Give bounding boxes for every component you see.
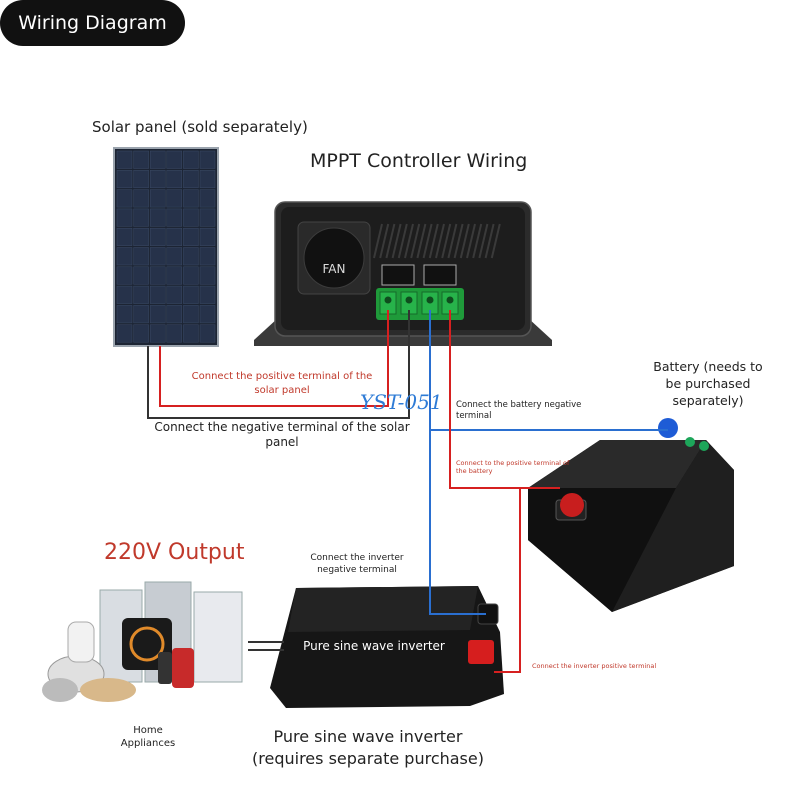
solar-panel-label: Solar panel (sold separately) [92, 118, 308, 136]
wire-inverter-negative [429, 430, 486, 615]
note-solar-positive: Connect the positive terminal of the sol… [191, 371, 373, 396]
inverter-caption: Pure sine wave inverter (requires separa… [252, 727, 484, 768]
wire-solar-negative [147, 310, 410, 419]
wire-inverter-positive [494, 488, 521, 673]
output-label: 220V Output [104, 540, 245, 565]
wire-battery-positive [449, 310, 560, 489]
note-inverter-positive: Connect the inverter positive terminal [532, 662, 657, 670]
wiring-diagram-title: Wiring Diagram [0, 0, 185, 46]
controller-title: MPPT Controller Wiring [310, 150, 528, 172]
inverter-face-label: Pure sine wave inverter [303, 639, 445, 653]
appliances-label: Home Appliances [120, 725, 176, 749]
battery-image [528, 418, 734, 612]
mppt-controller-image [254, 201, 552, 346]
fan-label: FAN [323, 262, 346, 276]
watermark: YST-051 [360, 390, 443, 414]
note-battery-positive: Connect to the positive terminal of the … [456, 459, 570, 475]
note-inverter-negative: Connect the inverter negative terminal [310, 553, 404, 575]
note-solar-negative: Connect the negative terminal of the sol… [154, 420, 410, 449]
note-battery-negative: Connect the battery negative terminal [456, 400, 582, 421]
wires [147, 310, 668, 673]
solar-panel-image [113, 147, 219, 347]
home-appliances-image [42, 581, 243, 702]
battery-label: Battery (needs to be purchased separatel… [653, 359, 763, 408]
wire-solar-positive [159, 310, 389, 407]
